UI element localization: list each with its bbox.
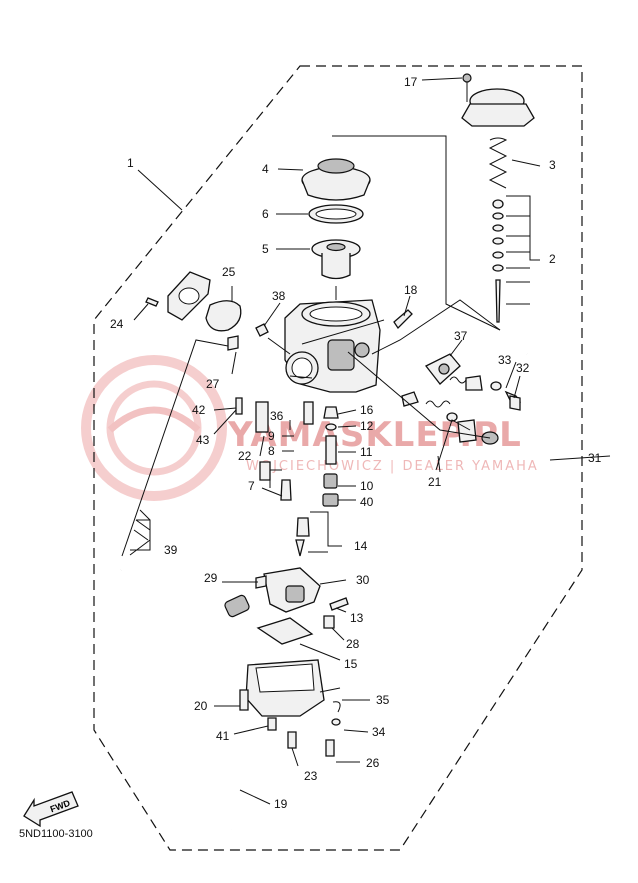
callout-26: 26 [366, 756, 380, 770]
callout-28: 28 [346, 637, 360, 651]
float-gasket-part [256, 617, 314, 645]
callout-20: 20 [194, 699, 208, 713]
callout-5: 5 [262, 242, 269, 256]
callout-30: 30 [356, 573, 370, 587]
callout-39: 39 [164, 543, 178, 557]
callout-37: 37 [454, 329, 468, 343]
callout-4: 4 [262, 162, 269, 176]
callout-14: 14 [354, 539, 368, 553]
callout-36: 36 [270, 409, 284, 423]
callout-1: 1 [127, 156, 134, 170]
piston-valve-part [311, 239, 361, 280]
callout-6: 6 [262, 207, 269, 221]
callout-12: 12 [360, 419, 374, 433]
callout-27: 27 [206, 377, 220, 391]
callout-21: 21 [428, 475, 442, 489]
diagram-code: 5ND1100-3100 [19, 828, 93, 840]
callout-7: 7 [248, 479, 255, 493]
assembly-boundary [93, 65, 583, 851]
needle-cap-part [461, 73, 535, 127]
callout-17: 17 [404, 75, 418, 89]
callout-22: 22 [238, 449, 252, 463]
float-pin-part [329, 597, 349, 611]
callout-24: 24 [110, 317, 124, 331]
leader-lines [121, 77, 611, 805]
watermark-sub-text: WOJCIECHOWICZ | DEALER YAMAHA [246, 459, 539, 474]
float-part [263, 567, 321, 613]
callout-38: 38 [272, 289, 286, 303]
accelerator-pump-part [425, 353, 522, 405]
callout-2: 2 [549, 252, 556, 266]
callout-9: 9 [268, 429, 275, 443]
fwd-arrow-icon: FWD [23, 791, 79, 828]
callout-16: 16 [360, 403, 374, 417]
callout-34: 34 [372, 725, 386, 739]
callout-numbers: 1 2 3 4 5 6 7 8 9 10 11 12 13 14 15 16 1… [110, 75, 602, 811]
callout-15: 15 [344, 657, 358, 671]
jet-needle-set-part [492, 199, 504, 323]
main-jet-stack-part [255, 401, 314, 557]
callout-3: 3 [549, 158, 556, 172]
top-cover-part [301, 158, 371, 201]
callout-23: 23 [304, 769, 318, 783]
carburetor-body-part [284, 299, 381, 393]
cable-outer [526, 353, 557, 500]
gasket-25-part [205, 300, 242, 332]
callout-11: 11 [360, 445, 373, 459]
callout-41: 41 [216, 729, 230, 743]
callout-32: 32 [516, 361, 530, 375]
pilot-jet-stack-part [322, 406, 339, 507]
callout-33: 33 [498, 353, 512, 367]
callout-29: 29 [204, 571, 218, 585]
callout-31: 31 [588, 451, 602, 465]
callout-35: 35 [376, 693, 390, 707]
spring-part [488, 137, 508, 189]
callout-10: 10 [360, 479, 374, 493]
callout-19: 19 [274, 797, 288, 811]
callout-43: 43 [196, 433, 210, 447]
callout-8: 8 [268, 444, 275, 458]
callout-13: 13 [350, 611, 364, 625]
float-bowl-part [245, 659, 325, 717]
screws [145, 297, 521, 757]
callout-42: 42 [192, 403, 206, 417]
drain-hose-part [231, 727, 273, 831]
callout-25: 25 [222, 265, 236, 279]
callout-18: 18 [404, 283, 418, 297]
callout-40: 40 [360, 495, 374, 509]
